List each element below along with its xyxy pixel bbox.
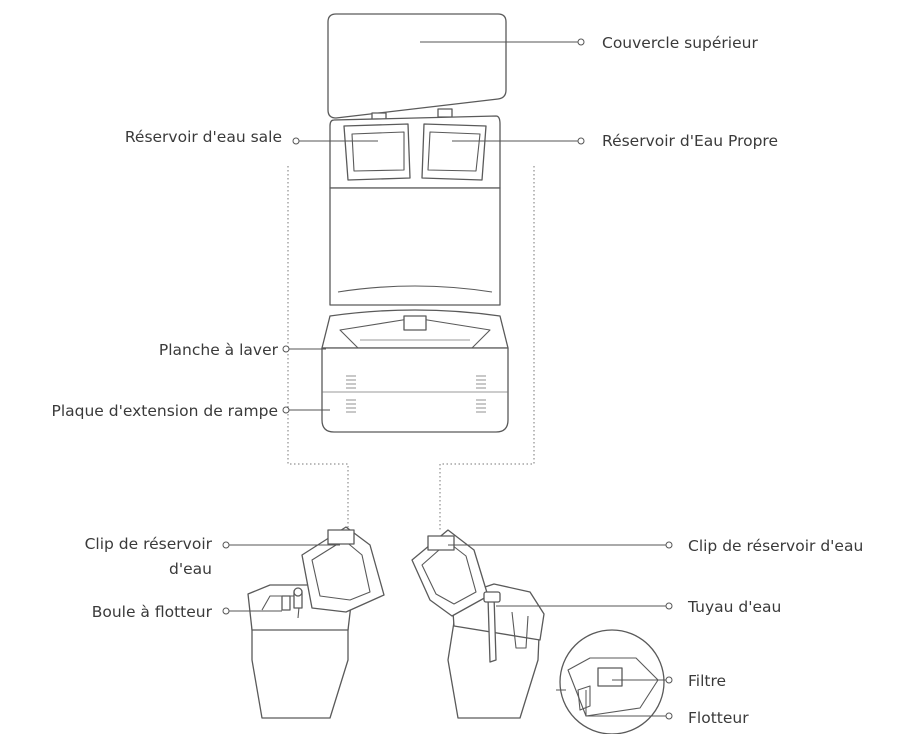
- dirty-tank-illustration: [247, 526, 385, 719]
- station-body: [329, 187, 501, 306]
- top-lid: [327, 13, 507, 119]
- label-tank-clip-left-line2: d'eau: [169, 560, 212, 578]
- label-float-ball: Boule à flotteur: [92, 603, 213, 621]
- label-water-pipe: Tuyau d'eau: [687, 598, 781, 616]
- label-float: Flotteur: [688, 709, 749, 727]
- label-top-lid: Couvercle supérieur: [602, 34, 758, 52]
- clean-tank-illustration: [411, 529, 545, 719]
- filter-detail-magnifier: [556, 629, 665, 734]
- dotted-outline-right: [439, 166, 535, 530]
- leader-float: [585, 690, 666, 717]
- label-filter: Filtre: [688, 672, 726, 690]
- label-tank-clip-left-line1: Clip de réservoir: [85, 535, 213, 553]
- label-tank-clip-right: Clip de réservoir d'eau: [688, 537, 863, 555]
- label-clean-tank: Réservoir d'Eau Propre: [602, 132, 778, 150]
- base-station-illustration: [321, 13, 509, 433]
- label-washboard: Planche à laver: [159, 341, 279, 359]
- label-ramp-plate: Plaque d'extension de rampe: [51, 402, 278, 420]
- lower-base: [321, 347, 509, 433]
- label-dirty-tank: Réservoir d'eau sale: [125, 128, 282, 146]
- dotted-outline-left: [287, 166, 349, 530]
